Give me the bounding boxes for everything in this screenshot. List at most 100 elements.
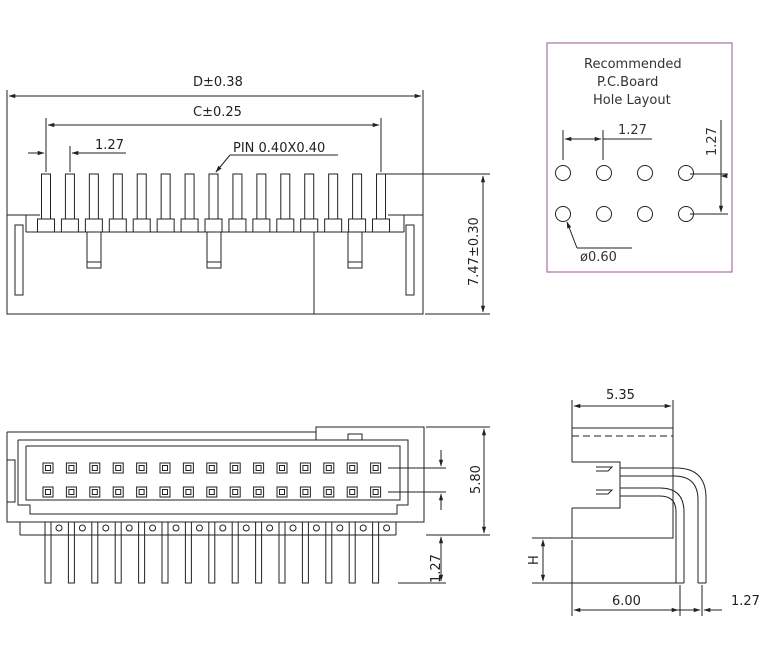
socket-contact — [162, 465, 168, 471]
socket-cell — [182, 486, 194, 498]
pin-top — [88, 173, 99, 220]
socket-contact — [45, 489, 51, 495]
pin-top — [41, 173, 51, 220]
socket-grid — [42, 462, 382, 498]
key-post — [347, 231, 363, 269]
leg-hole — [219, 524, 227, 532]
pin-slot — [132, 218, 151, 233]
socket-contact — [68, 465, 75, 471]
pcb-hole — [596, 206, 612, 222]
leg-hole — [359, 524, 367, 532]
pin-leg — [91, 521, 99, 584]
socket-cell — [42, 462, 54, 474]
leg-hole — [102, 524, 110, 532]
pin-slot — [300, 218, 319, 233]
socket-contact — [91, 465, 98, 471]
socket-contact — [185, 489, 192, 495]
pcb-hole — [637, 206, 653, 222]
socket-contact — [349, 489, 356, 495]
pin-leg — [138, 521, 146, 584]
pin-top — [352, 173, 363, 220]
socket-cell — [346, 486, 358, 498]
socket-cell — [65, 462, 77, 474]
pin-top — [304, 173, 315, 220]
socket-cell — [112, 462, 124, 474]
pin-leg — [114, 521, 122, 584]
pin-slot — [60, 218, 79, 233]
pin-slot — [156, 218, 175, 233]
socket-contact — [232, 465, 239, 471]
pcb-hole — [678, 206, 694, 222]
socket-contact — [162, 489, 168, 495]
socket-cell — [65, 486, 77, 498]
pin-leg — [301, 521, 309, 584]
dim-height-label: 7.47±0.30 — [467, 217, 482, 286]
pcb-hole — [637, 165, 653, 181]
socket-contact — [115, 465, 122, 471]
pin-top — [376, 173, 387, 220]
socket-contact — [208, 489, 215, 495]
pin-top — [136, 173, 147, 220]
pin-legs — [44, 521, 391, 584]
leg-hole — [149, 524, 157, 532]
dim-c-label: C±0.25 — [193, 105, 242, 120]
pin-top — [64, 173, 75, 220]
socket-cell — [253, 486, 265, 498]
pin-leg — [278, 521, 286, 584]
pcb-hole — [555, 165, 571, 181]
socket-contact — [115, 489, 122, 495]
dim-d-label: D±0.38 — [193, 75, 243, 90]
socket-cell — [229, 486, 241, 498]
socket-contact — [208, 465, 215, 471]
leg-hole — [55, 524, 63, 532]
pin-top — [184, 173, 195, 220]
leg-hole — [242, 524, 250, 532]
pin-leg — [67, 521, 75, 584]
socket-cell — [89, 462, 101, 474]
pin-top — [112, 173, 123, 220]
side-bottom-label: 6.00 — [612, 594, 641, 609]
socket-cell — [323, 462, 335, 474]
socket-cell — [346, 462, 358, 474]
leg-hole — [383, 524, 391, 532]
pin-leg — [208, 521, 216, 584]
socket-cell — [89, 486, 101, 498]
socket-contact — [325, 465, 332, 471]
key-post — [206, 231, 222, 269]
socket-cell — [42, 486, 54, 498]
socket-contact — [279, 489, 285, 495]
socket-contact — [325, 489, 332, 495]
socket-contact — [349, 465, 356, 471]
socket-contact — [255, 465, 262, 471]
key-post — [86, 231, 102, 269]
hole-grid — [555, 165, 694, 222]
socket-cell — [206, 486, 218, 498]
pin-slot — [180, 218, 199, 233]
pcb-hole — [678, 165, 694, 181]
leg-hole — [125, 524, 133, 532]
pin-slot — [84, 218, 103, 233]
front-view — [6, 426, 490, 584]
pin-slot — [276, 218, 295, 233]
pin-top — [328, 173, 339, 220]
pin-top — [232, 173, 243, 220]
pin-top — [208, 173, 219, 220]
top-view — [6, 90, 490, 315]
side-view — [532, 400, 722, 616]
hole-layout-box: Recommended P.C.Board Hole Layout 1.27 1… — [546, 42, 733, 273]
socket-cell — [159, 462, 171, 474]
side-pitch-label: 1.27 — [731, 594, 760, 609]
pin-leg — [372, 521, 380, 584]
socket-contact — [372, 465, 379, 471]
pin-top — [280, 173, 291, 220]
leg-hole — [289, 524, 297, 532]
pin-slot — [252, 218, 271, 233]
socket-cell — [299, 462, 311, 474]
leg-hole — [312, 524, 320, 532]
pin-slot — [228, 218, 247, 233]
socket-cell — [159, 486, 171, 498]
socket-contact — [91, 489, 98, 495]
hole-dia-label: ø0.60 — [580, 250, 617, 265]
dim-pitch-label: 1.27 — [95, 138, 124, 153]
